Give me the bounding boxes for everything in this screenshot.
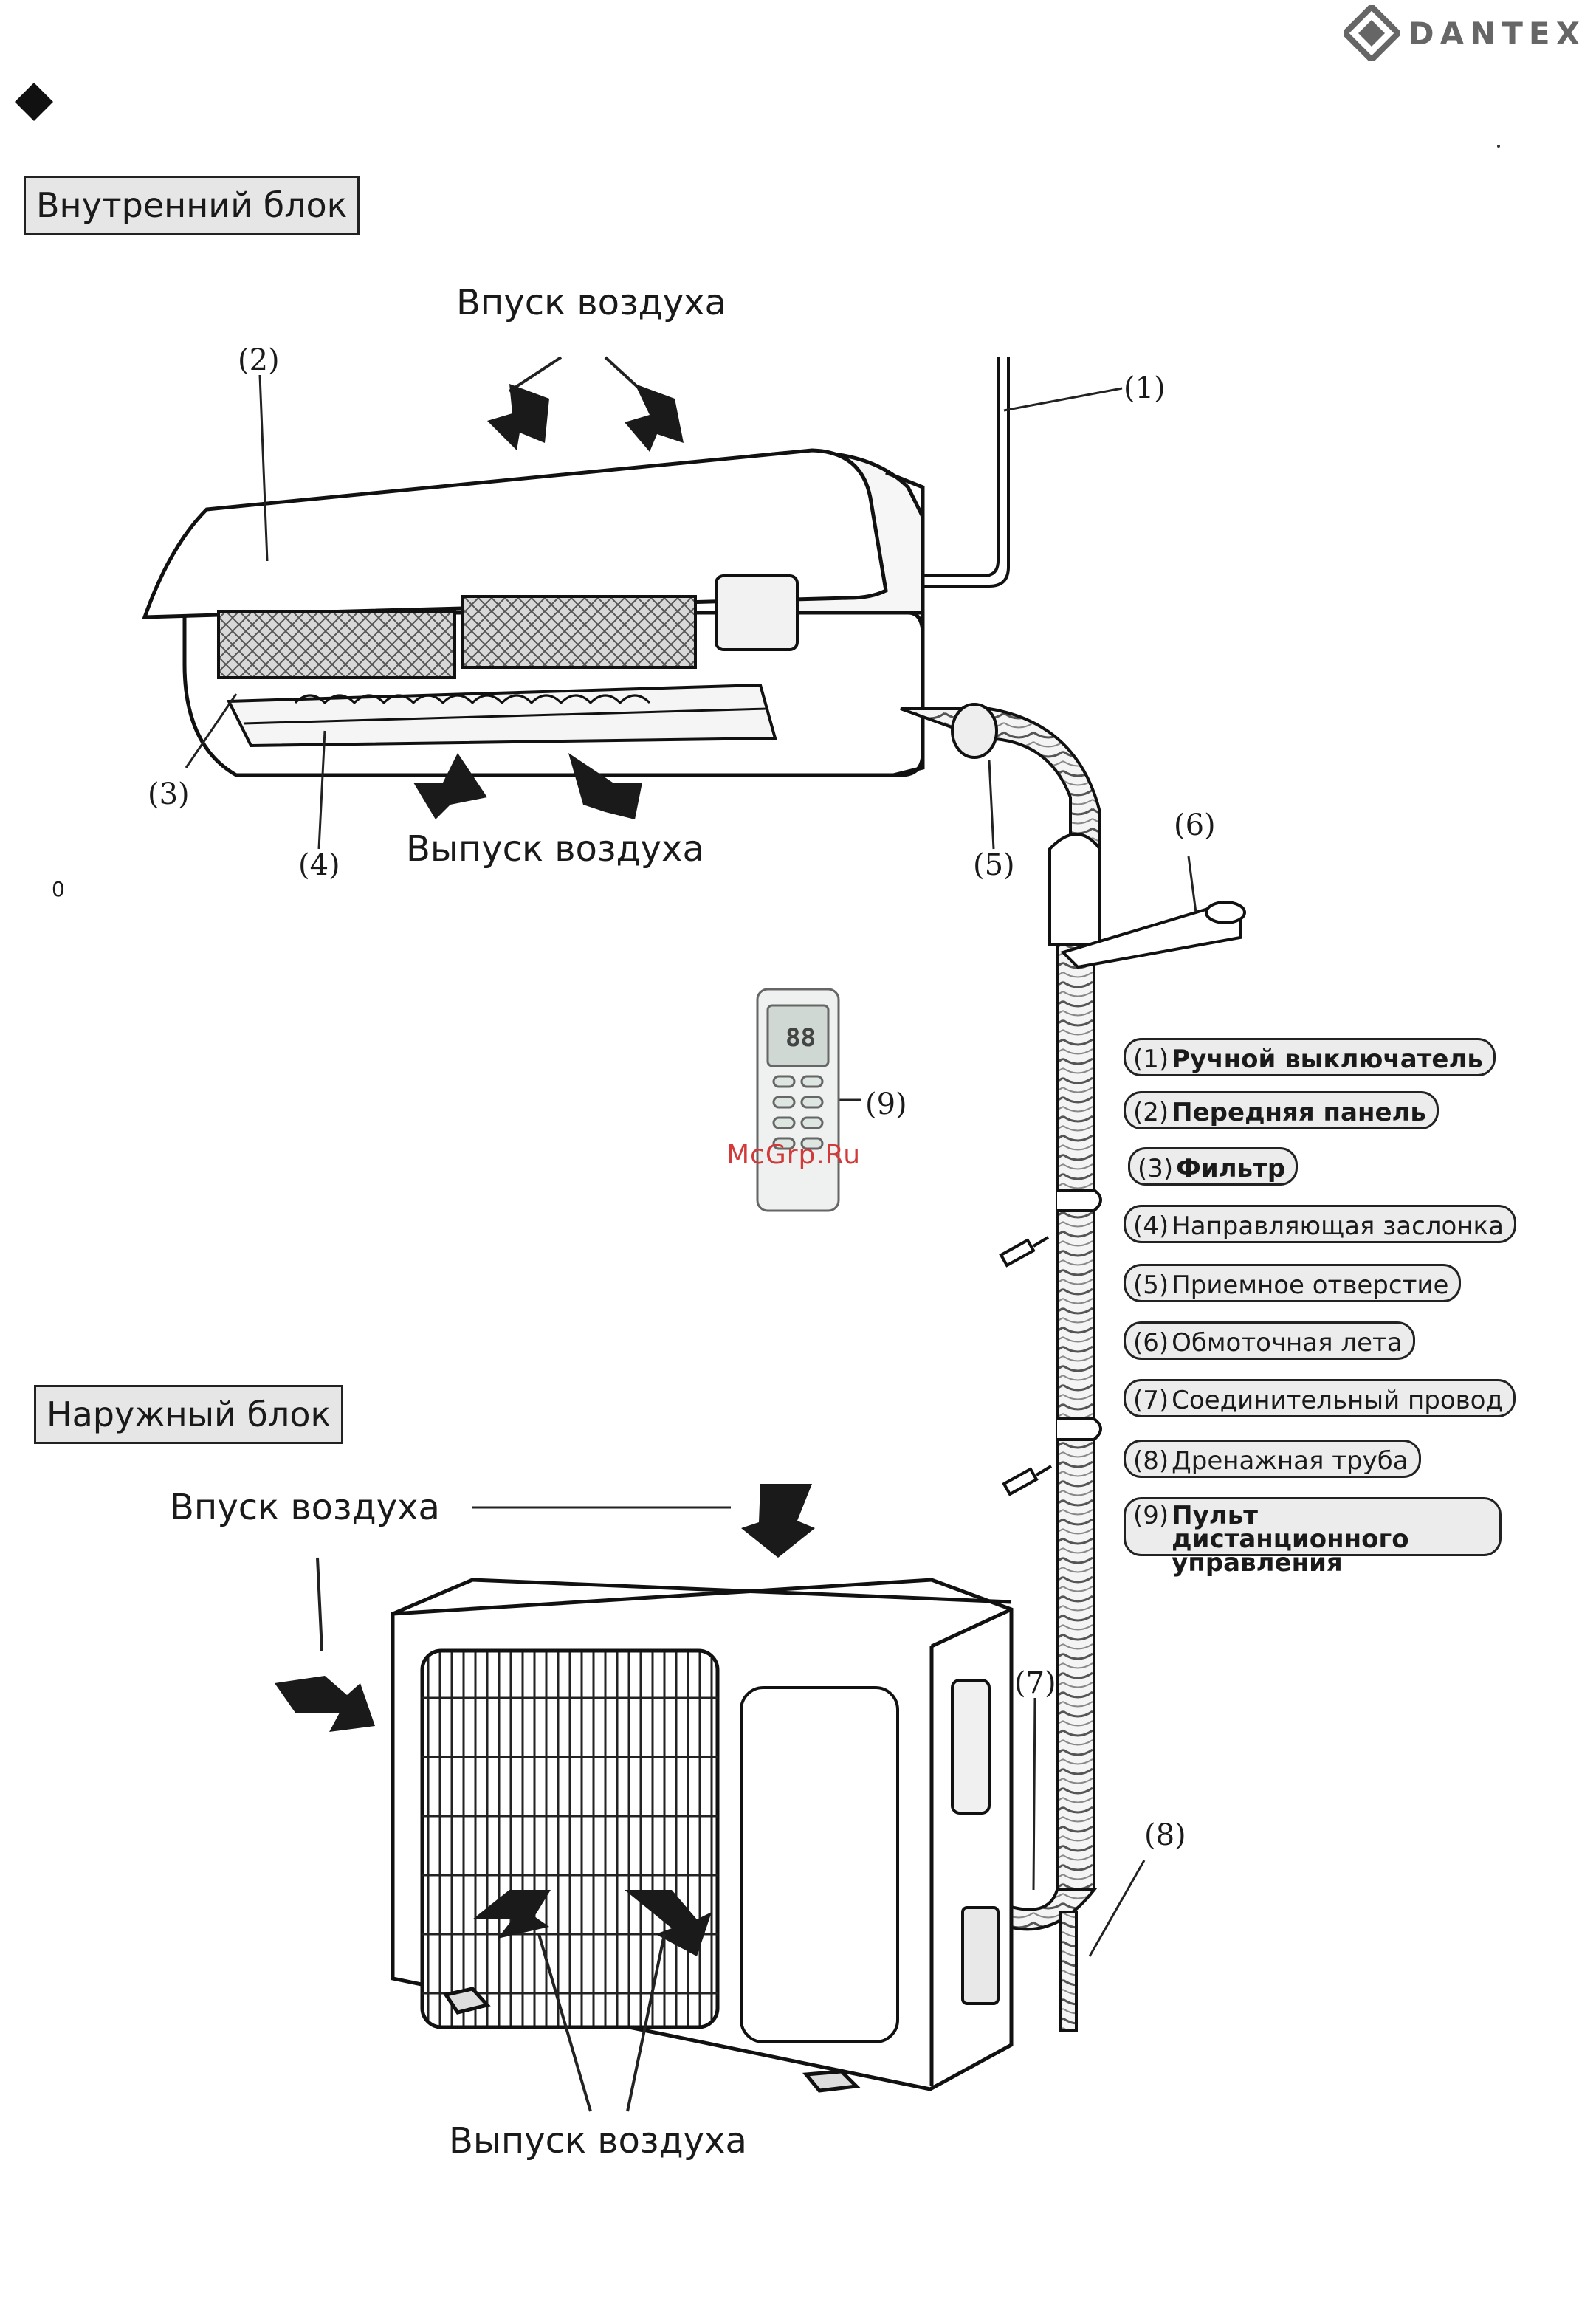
legend-item-9: (9)Пульт дистанционного управления [1124,1497,1502,1575]
callout-6: (6) [1174,808,1216,842]
brand-logo: DANTEX [1343,5,1586,61]
callout-5: (5) [973,848,1015,882]
legend-item-1: (1)Ручной выключатель [1124,1038,1496,1076]
pipe-bundle [900,703,1102,2032]
bullet-diamond-icon [15,83,53,121]
outdoor-air-out-label: Выпуск воздуха [449,2120,747,2162]
remote-control [756,988,840,1212]
dantex-logo-icon [1343,5,1400,61]
callout-leaders [185,374,1197,1957]
legend-item-4: (4)Направляющая заслонка [1124,1205,1516,1243]
outdoor-air-in-label: Впуск воздуха [170,1487,440,1528]
brand-name: DANTEX [1408,15,1586,52]
legend-item-7: (7)Соединительный провод [1124,1379,1516,1417]
callout-1: (1) [1124,371,1166,405]
remote-display: 88 [785,1023,816,1053]
wall-screws [999,1236,1053,1496]
indoor-unit [142,448,925,777]
legend-item-6: (6)Обмоточная лета [1124,1321,1415,1360]
outdoor-unit [391,1578,1014,2093]
outdoor-air-out-arrows [472,1890,712,2112]
indoor-unit-title: Внутренний блок [24,176,360,235]
callout-9: (9) [865,1087,907,1121]
outdoor-air-in-arrows [275,1484,815,1732]
legend-item-3: (3)Фильтр [1128,1147,1299,1186]
indoor-air-out-label: Выпуск воздуха [406,828,704,870]
page-mark: 0 [52,877,65,901]
indoor-air-in-arrows [487,356,684,452]
callout-7: (7) [1014,1666,1056,1700]
indoor-air-out-arrows [413,753,642,819]
indoor-air-in-label: Впуск воздуха [456,282,726,323]
manual-switch-wire [923,357,1010,588]
legend-item-2: (2)Передняя панель [1124,1091,1439,1129]
callout-3: (3) [148,777,190,811]
wrapping-tape [1060,901,1246,969]
legend-item-5: (5)Приемное отверстие [1124,1264,1462,1302]
callout-2: (2) [238,343,280,377]
watermark: McGrp.Ru [726,1140,861,1170]
outdoor-unit-title: Наружный блок [34,1385,344,1444]
callout-8: (8) [1144,1818,1186,1852]
callout-4: (4) [298,848,340,882]
legend-item-8: (8)Дренажная труба [1124,1440,1421,1478]
